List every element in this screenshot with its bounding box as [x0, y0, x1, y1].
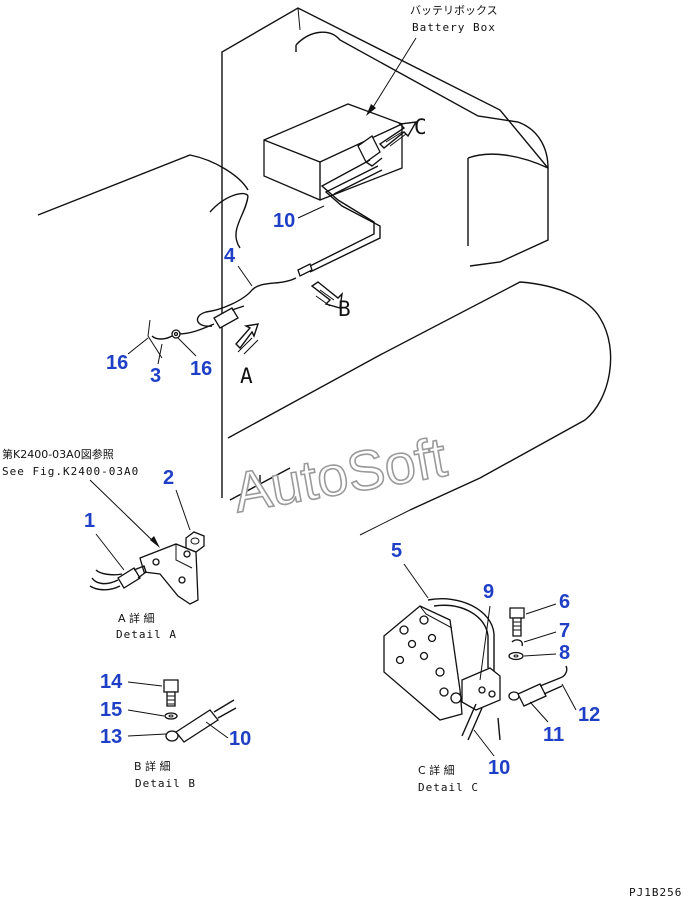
callout-6-detail-c: 6 [559, 591, 570, 613]
view-label-b: B [338, 297, 351, 321]
view-arrow-b: B [310, 281, 351, 321]
drawing-code: PJ1B256 [629, 886, 682, 899]
callout-4-main: 4 [224, 245, 236, 267]
callout-16-right: 16 [190, 358, 212, 380]
detail-c-title-en: Detail C [418, 781, 479, 794]
callout-5-detail-c: 5 [391, 540, 402, 562]
battery-box-label-jp: バッテリボックス [410, 4, 498, 17]
callout-10-detail-c: 10 [488, 757, 510, 779]
callout-3-main: 3 [150, 365, 161, 387]
callout-8-detail-c: 8 [559, 642, 570, 664]
callout-7-detail-c: 7 [559, 620, 570, 642]
callout-10-main: 10 [273, 210, 295, 232]
view-arrow-c: C [378, 115, 427, 149]
callout-1-detail-a: 1 [84, 510, 95, 532]
see-fig-note-en: See Fig.K2400-03A0 [2, 465, 139, 478]
callout-9-detail-c: 9 [483, 581, 494, 603]
callout-10-detail-b: 10 [229, 728, 251, 750]
callout-16-left: 16 [106, 352, 128, 374]
callout-13-detail-b: 13 [100, 726, 122, 748]
machine-body-outline [37, 7, 612, 536]
view-label-c: C [414, 115, 427, 139]
detail-a-title-en: Detail A [116, 628, 177, 641]
view-label-a: A [240, 364, 253, 388]
callout-15-detail-b: 15 [100, 699, 122, 721]
battery-box-label: バッテリボックス Battery Box [366, 4, 498, 116]
callout-2-detail-a: 2 [163, 467, 174, 489]
detail-b-title-en: Detail B [135, 777, 196, 790]
main-harness [147, 135, 383, 359]
detail-c: 5 9 6 7 8 12 11 10 C 詳 細 Detail C [383, 540, 600, 794]
callout-12-detail-c: 12 [578, 704, 600, 726]
detail-a: 第K2400-03A0図参照 See Fig.K2400-03A0 2 1 A … [2, 447, 205, 641]
detail-c-title-jp: C 詳 細 [418, 763, 455, 777]
detail-a-title-jp: A 詳 細 [118, 611, 155, 625]
callout-11-detail-c: 11 [543, 724, 564, 746]
watermark-text: AutoSoft [229, 425, 452, 524]
view-arrow-a: A [235, 323, 260, 388]
detail-b: 14 15 13 10 B 詳 細 Detail B [100, 671, 251, 790]
see-fig-note-jp: 第K2400-03A0図参照 [2, 447, 114, 461]
callout-14-detail-b: 14 [100, 671, 123, 693]
battery-box-label-en: Battery Box [412, 21, 496, 34]
detail-b-title-jp: B 詳 細 [134, 759, 171, 773]
